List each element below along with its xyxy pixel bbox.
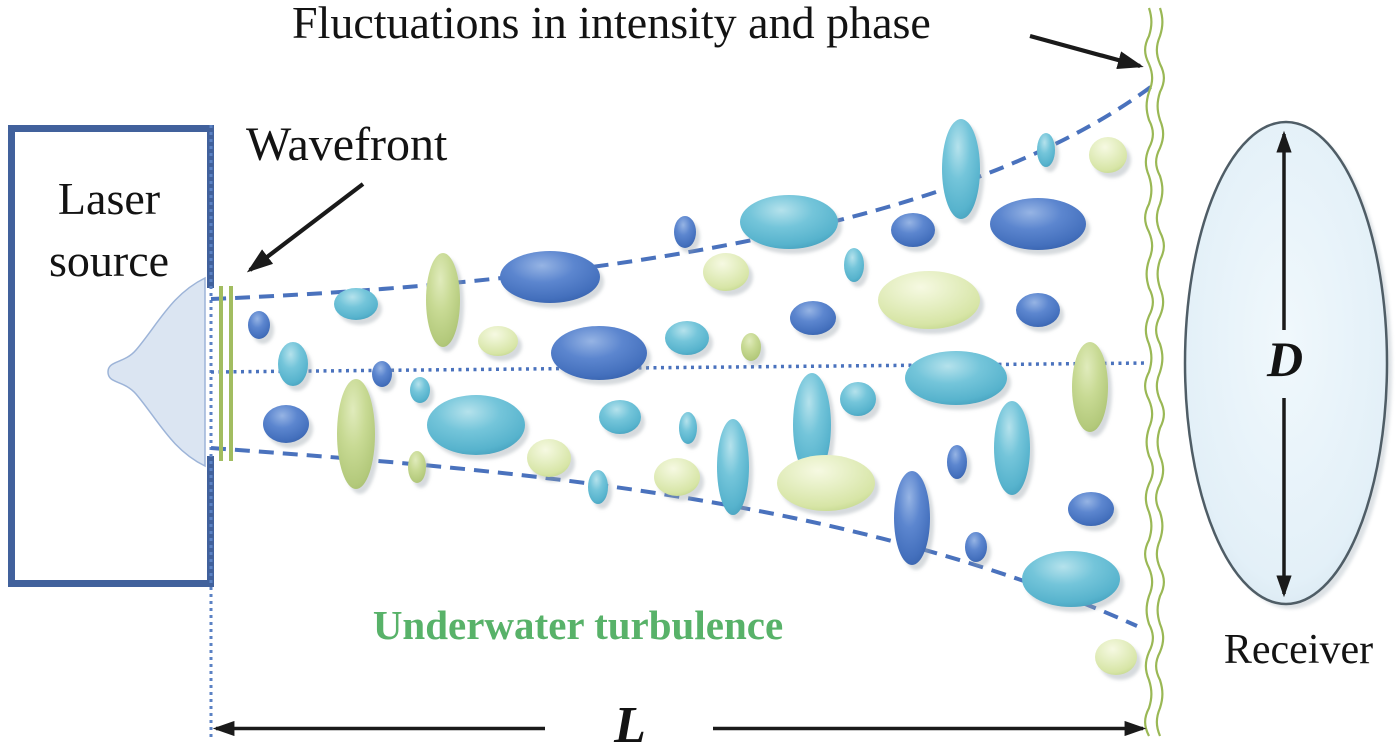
turbulence-cell-olive — [426, 253, 460, 347]
turbulence-cell-teal — [410, 377, 430, 403]
turbulence-cell-olive — [1072, 342, 1108, 432]
turbulence-cell-blue — [990, 198, 1086, 250]
turbulence-cell-green — [654, 458, 700, 496]
turbulence-cell-blue — [372, 361, 392, 387]
turbulence-cell-blue — [1016, 293, 1060, 327]
turbulence-cell-olive — [408, 451, 426, 483]
beam-axis-dotted — [210, 361, 1149, 374]
turbulence-cell-blue — [551, 326, 647, 380]
turbulence-cell-teal — [717, 419, 749, 515]
turbulence-cell-blue — [500, 251, 600, 303]
turbulence-cell-teal — [840, 382, 876, 416]
turbulence-cell-teal — [665, 321, 709, 355]
turbulence-cell-green — [878, 271, 980, 329]
turbulence-cell-blue — [248, 311, 270, 339]
turbulence-cell-blue — [263, 405, 309, 443]
turbulence-cell-teal — [844, 248, 864, 282]
turbulence-cell-teal — [334, 288, 378, 320]
turbulence-cell-teal — [1022, 551, 1120, 607]
receiver-aperture — [1183, 120, 1389, 606]
gaussian-beam-profile — [107, 276, 206, 468]
link-distance-label: L — [614, 697, 646, 753]
receiver-label: Receiver — [1223, 627, 1374, 673]
turbulence-cell-green — [478, 326, 518, 356]
wavefront-label: Wavefront — [246, 118, 448, 171]
aperture-diameter-label: D — [1266, 331, 1304, 387]
turbulence-cell-blue — [674, 216, 696, 248]
turbulence-cell-teal — [793, 373, 831, 477]
turbulence-cells — [248, 119, 1137, 675]
receiver-plane-wavy-line-right — [1155, 7, 1165, 737]
turbulence-cell-teal — [740, 195, 838, 249]
beam-envelope-bottom-dashed — [210, 446, 1138, 628]
fluctuations-label: Fluctuations in intensity and phase — [292, 0, 931, 48]
turbulence-cell-blue — [894, 471, 930, 565]
turbulence-cell-blue — [1068, 492, 1114, 526]
turbulence-cell-blue — [965, 532, 987, 562]
turbulence-cell-teal — [1037, 133, 1055, 167]
turbulence-cell-green — [777, 455, 875, 511]
turbulence-cell-olive — [337, 379, 375, 489]
wavefront-pointer-arrow — [246, 182, 365, 273]
laser-source-label: Laser source — [48, 173, 170, 286]
turbulence-cell-olive — [741, 333, 761, 361]
turbulence-cell-blue — [790, 301, 836, 335]
turbulence-cell-teal — [599, 400, 641, 434]
turbulence-cell-teal — [278, 342, 308, 386]
turbulence-cell-green — [1095, 639, 1137, 675]
turbulence-cell-blue — [891, 213, 935, 247]
turbulence-cell-green — [527, 439, 571, 477]
turbulence-cell-teal — [905, 351, 1007, 405]
underwater-turbulence-label: Underwater turbulence — [372, 602, 784, 648]
turbulence-cell-green — [703, 253, 749, 291]
turbulence-cell-teal — [588, 470, 608, 504]
turbulence-cell-teal — [427, 395, 525, 455]
fluctuations-pointer-arrow — [1029, 33, 1144, 69]
receiver-plane-wavy-line-left — [1144, 7, 1154, 737]
turbulence-cell-blue — [947, 445, 967, 479]
turbulence-cell-teal — [679, 412, 697, 444]
turbulence-cell-teal — [942, 119, 980, 219]
turbulence-cell-green — [1089, 137, 1127, 173]
turbulence-cell-teal — [994, 401, 1030, 495]
